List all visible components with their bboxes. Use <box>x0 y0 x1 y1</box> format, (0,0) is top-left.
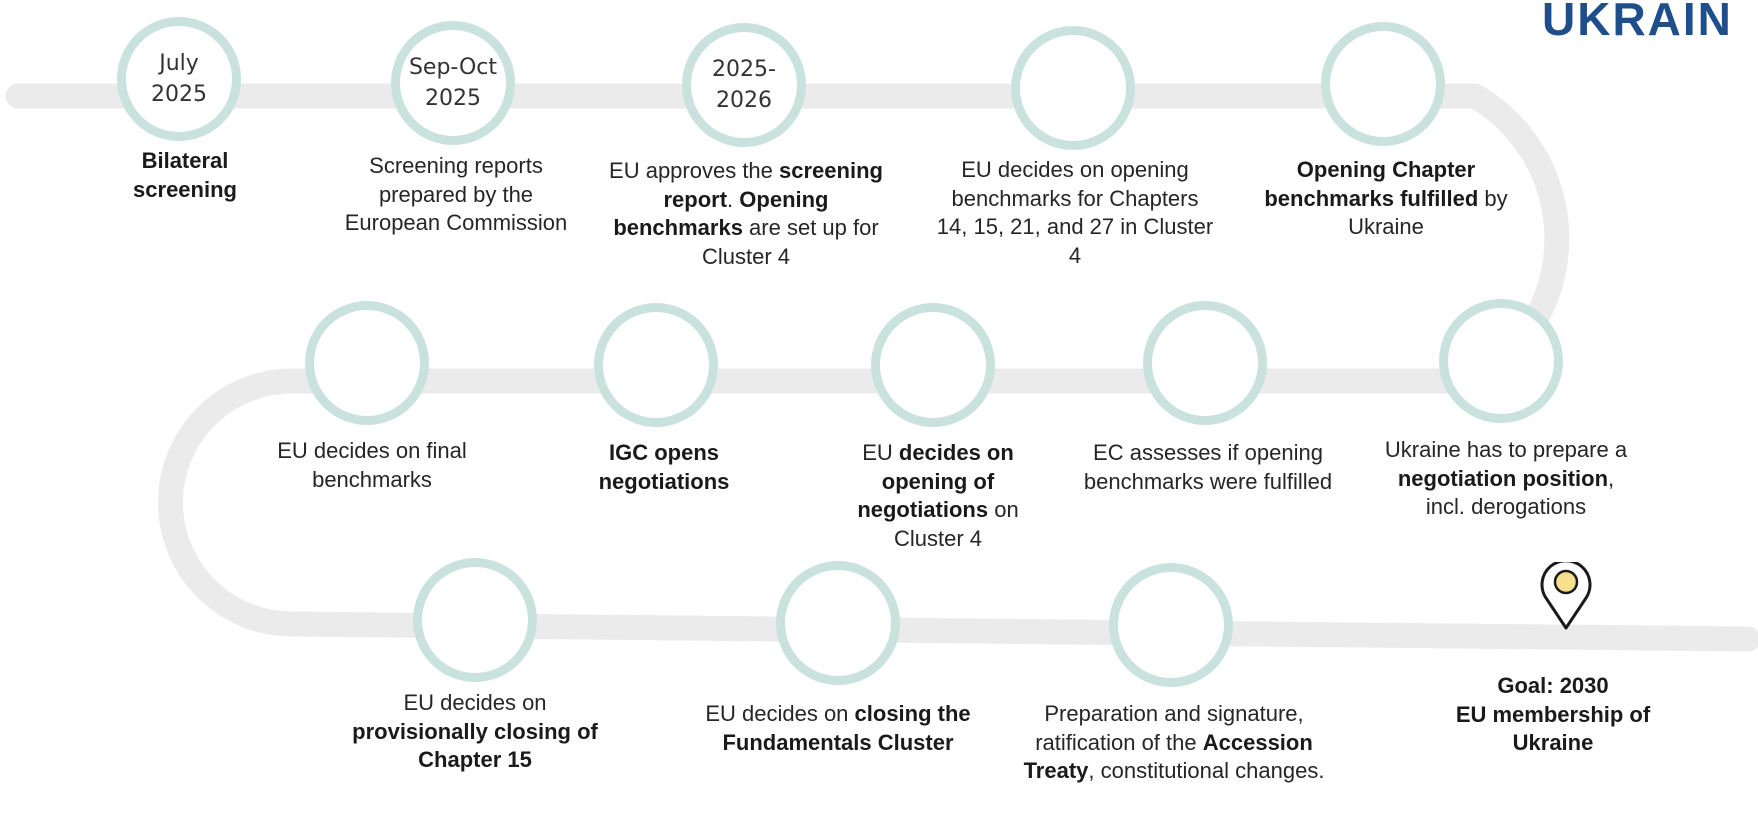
milestone-circle: Sep-Oct 2025 <box>391 21 515 145</box>
caption-text: on Cluster 4 <box>893 497 1019 551</box>
milestone-caption: EC assesses if opening benchmarks were f… <box>1073 439 1343 496</box>
milestone-caption: Opening Chapter benchmarks fulfilled by … <box>1261 156 1511 242</box>
caption-bold-text: Bilateral screening <box>133 148 237 202</box>
milestone-circle <box>776 561 900 685</box>
milestone-caption: EU decides on opening benchmarks for Cha… <box>935 156 1215 270</box>
milestone-date: July 2025 <box>151 51 207 107</box>
milestone-caption: IGC opens negotiations <box>564 439 764 496</box>
caption-bold-text: Opening Chapter benchmarks fulfilled <box>1264 157 1479 211</box>
caption-text: EU decides on <box>705 701 855 726</box>
caption-bold-text: screening report <box>663 158 883 212</box>
milestone-circle <box>1321 22 1445 146</box>
caption-bold-text: Opening benchmarks <box>613 186 829 241</box>
milestone-circle <box>305 301 429 425</box>
caption-bold-text: IGC opens negotiations <box>598 440 730 494</box>
caption-text: , constitutional changes. <box>1088 758 1325 783</box>
milestone-circle <box>1439 299 1563 423</box>
caption-text: EU decides on <box>403 690 547 715</box>
caption-text: EU approves the <box>609 158 780 183</box>
caption-text: EU decides on final benchmarks <box>277 438 467 492</box>
milestone-caption: Bilateral screening <box>85 147 285 204</box>
caption-text: EU decides on opening benchmarks for Cha… <box>936 157 1214 268</box>
caption-text: are set up for Cluster 4 <box>701 215 879 269</box>
goal-caption: Goal: 2030 EU membership of Ukraine <box>1428 672 1678 758</box>
caption-bold-text: decides on opening of negotiations <box>857 440 1014 522</box>
milestone-circle <box>1109 563 1233 687</box>
milestone-circle <box>413 558 537 682</box>
milestone-caption: Ukraine has to prepare a negotiation pos… <box>1376 436 1636 522</box>
caption-text: Screening reports prepared by the Europe… <box>344 153 568 235</box>
caption-text: Ukraine has to prepare a <box>1384 437 1628 462</box>
milestone-caption: EU decides on opening of negotiations on… <box>838 439 1038 553</box>
milestone-circle: July 2025 <box>117 17 241 141</box>
brand-logo: UKRAIN <box>1542 0 1733 45</box>
milestone-circle <box>1011 26 1135 150</box>
milestone-circle <box>871 303 995 427</box>
caption-text: Preparation and signature, ratification … <box>1035 701 1304 755</box>
caption-text: EC assesses if opening benchmarks were f… <box>1083 440 1333 494</box>
caption-bold-text: provisionally closing of Chapter 15 <box>352 718 598 773</box>
caption-bold-text: Goal: 2030 EU membership of Ukraine <box>1455 673 1651 755</box>
milestone-caption: Preparation and signature, ratification … <box>1009 700 1339 786</box>
milestone-caption: EU approves the screening report. Openin… <box>606 157 886 271</box>
milestone-caption: EU decides on closing the Fundamentals C… <box>688 700 988 757</box>
milestone-caption: Screening reports prepared by the Europe… <box>331 152 581 238</box>
caption-bold-text: negotiation position <box>1397 465 1609 491</box>
caption-text: EU <box>862 440 899 465</box>
caption-text: by Ukraine <box>1348 185 1508 240</box>
milestone-date: Sep-Oct 2025 <box>408 55 498 111</box>
milestone-circle: 2025- 2026 <box>682 23 806 147</box>
milestone-circle <box>594 303 718 427</box>
caption-text: , incl. derogations <box>1425 465 1615 520</box>
milestone-caption: EU decides on provisionally closing of C… <box>345 689 605 775</box>
caption-text: . <box>727 186 740 212</box>
milestone-caption: EU decides on final benchmarks <box>242 437 502 494</box>
caption-bold-text: closing the Fundamentals Cluster <box>722 701 971 755</box>
caption-bold-text: Accession Treaty <box>1023 729 1313 784</box>
location-pin-icon <box>1540 562 1592 630</box>
milestone-date: 2025- 2026 <box>712 57 776 113</box>
milestone-circle <box>1143 301 1267 425</box>
